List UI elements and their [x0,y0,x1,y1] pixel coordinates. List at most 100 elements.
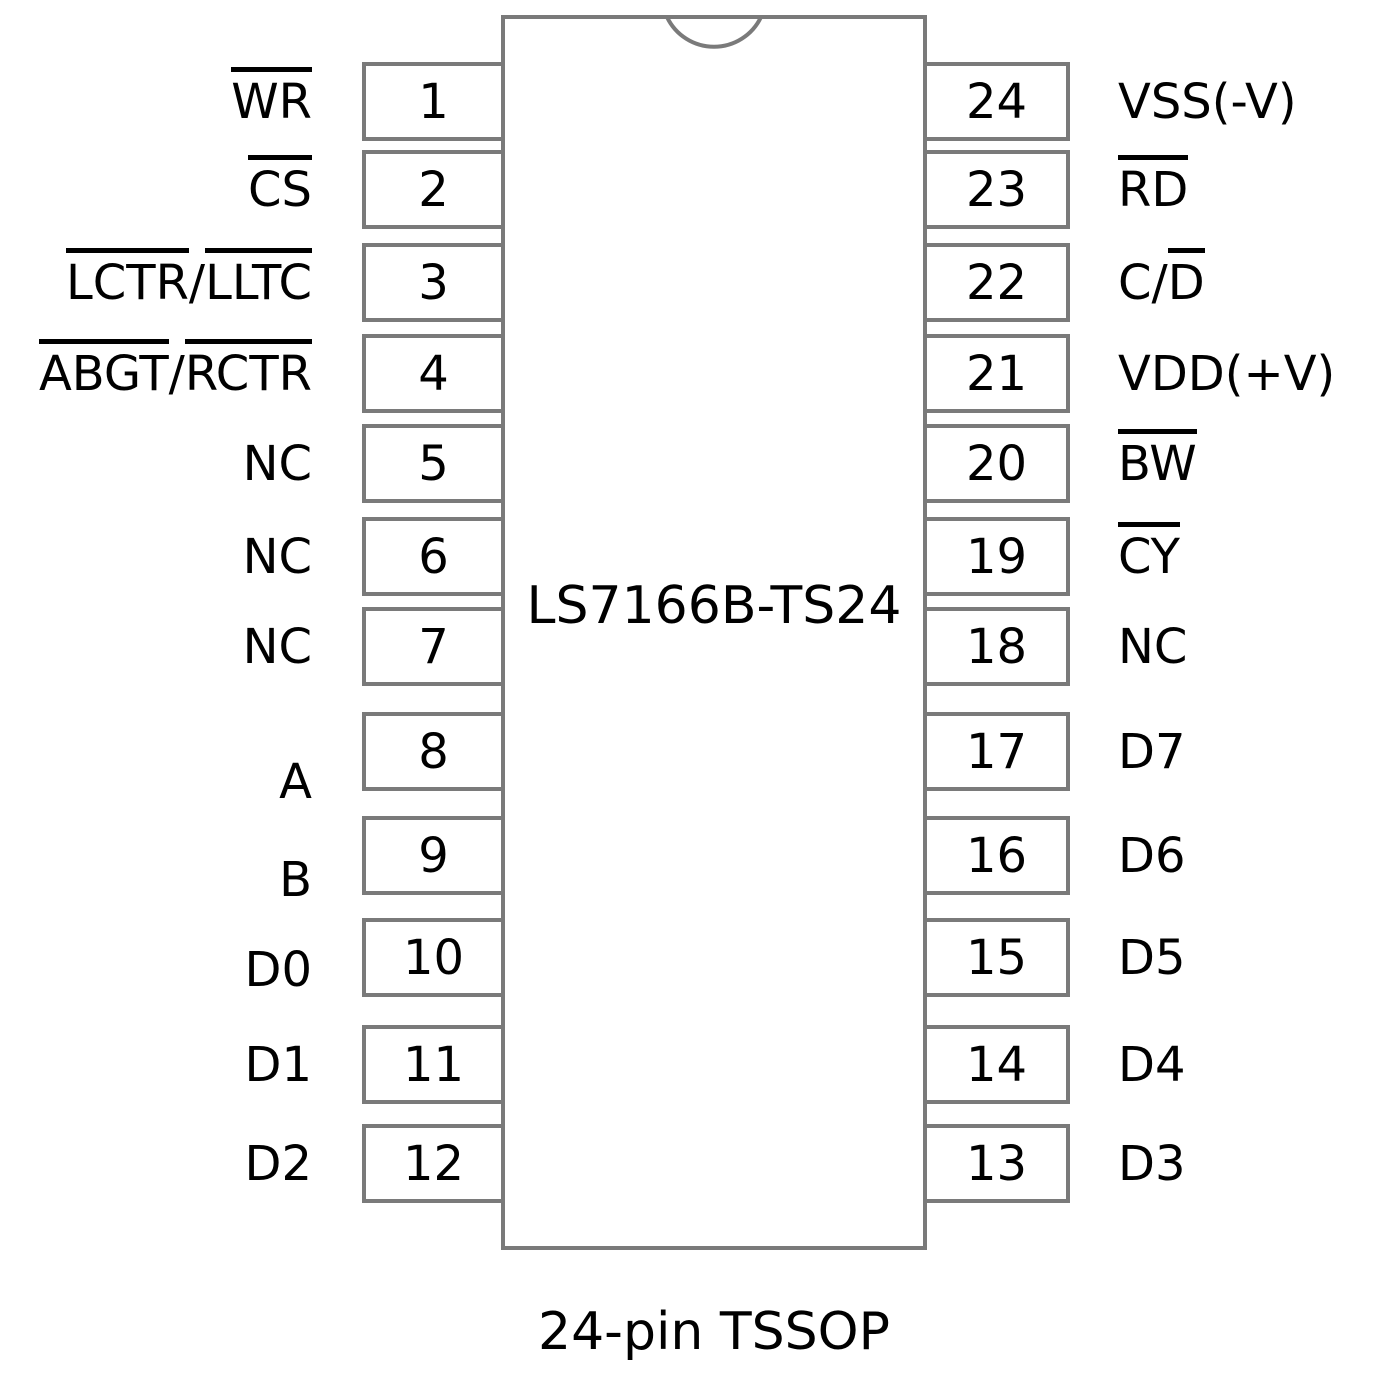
pin-label-4: ABGT/RCTR [0,334,312,413]
pin-label-13: D3 [1118,1124,1386,1203]
pin-number-3: 3 [418,254,449,311]
pin-label-2: CS [0,150,312,229]
pin-number-16: 16 [965,827,1028,884]
pin-label-10: D0 [0,930,313,1009]
overline-segment: RD [1118,154,1189,214]
label-segment: NC [1118,618,1188,675]
pin-row-left-7: NC 7 [0,607,1387,686]
pin-box-20: 20 [923,424,1070,503]
overline-segment: LLTC [205,247,312,307]
pin-number-1: 1 [418,73,449,130]
pin-box-10: 10 [362,918,505,997]
pin-label-24: VSS(-V) [1118,62,1386,141]
pin-label-21: VDD(+V) [1118,334,1386,413]
pin-number-21: 21 [965,345,1028,402]
pin-label-1: WR [0,62,312,141]
pin-label-5: NC [0,424,312,503]
pin-row-left-6: NC 6 [0,517,1387,596]
label-segment: D5 [1118,929,1186,986]
pin-box-24: 24 [923,62,1070,141]
pin-number-13: 13 [965,1135,1028,1192]
overline-segment: ABGT [38,338,169,398]
overline-segment: WR [231,66,312,126]
pin-row-left-1: WR 1 [0,62,1387,141]
pin-box-1: 1 [362,62,505,141]
pin-row-right-21: VDD(+V) 21 [0,334,1387,413]
label-segment: / [168,345,185,402]
pin-number-10: 10 [402,929,465,986]
pin-label-22: C/D [1118,243,1386,322]
pin-box-18: 18 [923,607,1070,686]
pin-row-right-20: BW 20 [0,424,1387,503]
pin-number-17: 17 [965,723,1028,780]
label-segment: B [279,851,312,908]
pin-label-18: NC [1118,607,1386,686]
pin-number-22: 22 [965,254,1028,311]
pin-number-19: 19 [965,528,1028,585]
overline-segment: RCTR [184,338,312,398]
label-segment: D0 [244,941,313,998]
package-caption: 24-pin TSSOP [538,1302,890,1362]
pin-row-left-3: LCTR/LLTC 3 [0,243,1387,322]
pin-label-7: NC [0,607,312,686]
label-segment: D1 [244,1036,313,1093]
label-segment: NC [242,435,312,492]
overline-segment: BW [1118,428,1197,488]
pin-box-21: 21 [923,334,1070,413]
ic-body: LS7166B-TS24 [501,15,927,1250]
pin-box-16: 16 [923,816,1070,895]
pin-number-20: 20 [965,435,1028,492]
label-segment: VSS(-V) [1118,73,1297,130]
pin-label-23: RD [1118,150,1386,229]
pin-box-17: 17 [923,712,1070,791]
pin-number-7: 7 [418,618,449,675]
overline-segment: CS [248,154,312,214]
pin-box-5: 5 [362,424,505,503]
pin-row-right-15: D5 15 [0,918,1387,997]
pin-box-23: 23 [923,150,1070,229]
pin-box-2: 2 [362,150,505,229]
pin-label-11: D1 [0,1025,313,1104]
pin-label-12: D2 [0,1124,313,1203]
pin-row-left-10: D0 10 [0,918,1387,997]
overline-segment: CY [1118,521,1180,581]
pin-box-19: 19 [923,517,1070,596]
pin-box-14: 14 [923,1025,1070,1104]
pin-box-15: 15 [923,918,1070,997]
pin-row-left-4: ABGT/RCTR 4 [0,334,1387,413]
pin-label-19: CY [1118,517,1386,596]
pin-row-right-22: C/D 22 [0,243,1387,322]
overline-segment: LCTR [65,247,189,307]
pin-label-16: D6 [1118,816,1386,895]
pin-row-right-17: D7 17 [0,712,1387,791]
pin-box-22: 22 [923,243,1070,322]
pin-row-left-2: CS 2 [0,150,1387,229]
pin-box-11: 11 [362,1025,505,1104]
pin-number-2: 2 [418,161,449,218]
pin-row-left-5: NC 5 [0,424,1387,503]
label-segment: NC [242,618,312,675]
pin-label-15: D5 [1118,918,1386,997]
pin-row-left-12: D2 12 [0,1124,1387,1203]
pin-box-3: 3 [362,243,505,322]
pin-label-6: NC [0,517,312,596]
overline-segment: D [1167,247,1205,307]
pin-row-left-11: D1 11 [0,1025,1387,1104]
label-segment: D7 [1118,723,1186,780]
pin-number-12: 12 [402,1135,465,1192]
pin-label-3: LCTR/LLTC [0,243,312,322]
pin-box-4: 4 [362,334,505,413]
pin-row-right-18: NC 18 [0,607,1387,686]
pin-box-8: 8 [362,712,505,791]
pin-row-right-24: VSS(-V) 24 [0,62,1387,141]
pin-box-6: 6 [362,517,505,596]
pin-number-8: 8 [418,723,449,780]
pin-number-14: 14 [965,1036,1028,1093]
label-segment: VDD(+V) [1118,345,1336,402]
pin-label-20: BW [1118,424,1386,503]
pin-number-24: 24 [965,73,1028,130]
pin-row-right-23: RD 23 [0,150,1387,229]
